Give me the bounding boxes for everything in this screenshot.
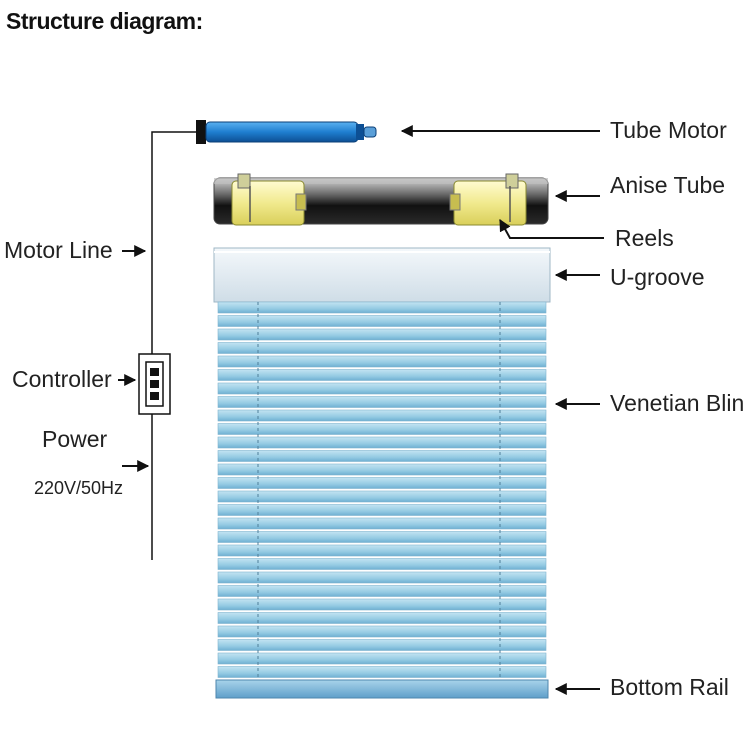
blind-slat <box>217 463 547 476</box>
blind-slat <box>217 625 547 638</box>
blind-slat <box>217 639 547 651</box>
blind-slat <box>217 477 547 489</box>
motor-line <box>151 131 198 560</box>
label-reels: Reels <box>615 225 674 251</box>
blind-slat <box>217 315 547 327</box>
blind-slat <box>217 328 547 341</box>
blind-slat <box>217 504 547 516</box>
blind-slat <box>217 517 547 530</box>
venetian-blinds <box>217 301 547 680</box>
label-controller: Controller <box>12 366 112 392</box>
blind-slat <box>217 490 547 503</box>
reel-right <box>449 173 527 226</box>
blind-slat <box>217 301 547 314</box>
label-power: Power <box>42 426 108 452</box>
reels <box>231 173 527 226</box>
blind-slat <box>217 436 547 449</box>
arrow-reels <box>499 218 604 239</box>
blind-slat <box>217 423 547 435</box>
pointer-arrows <box>118 125 604 695</box>
blind-slat <box>217 409 547 422</box>
label-bottom-rail: Bottom Rail <box>610 674 729 700</box>
u-groove <box>213 247 551 303</box>
blind-slat <box>217 450 547 462</box>
blind-slat <box>217 531 547 543</box>
diagram-title: Structure diagram: <box>6 8 203 34</box>
blind-slat <box>217 598 547 611</box>
blind-slat <box>217 571 547 584</box>
tube-motor <box>196 120 377 144</box>
label-tube-motor: Tube Motor <box>610 117 727 143</box>
reel-left <box>231 173 307 226</box>
blind-slat <box>217 558 547 570</box>
label-anise-tube: Anise Tube <box>610 172 726 198</box>
blind-slat <box>217 585 547 597</box>
blind-slat <box>217 355 547 368</box>
label-motor-line: Motor Line <box>4 237 113 263</box>
blind-slat <box>217 382 547 395</box>
blind-slat <box>217 652 547 665</box>
blind-slat <box>217 666 547 678</box>
bottom-rail <box>215 679 549 699</box>
blind-slat <box>217 612 547 624</box>
controller-box <box>138 353 171 415</box>
blind-slat <box>217 544 547 557</box>
label-u-groove: U-groove <box>610 264 705 290</box>
label-voltage: 220V/50Hz <box>34 478 124 498</box>
blind-slat <box>217 369 547 381</box>
blind-slat <box>217 342 547 354</box>
blind-slat <box>217 396 547 408</box>
label-venetian-blinds: Venetian Blinds <box>610 390 744 416</box>
